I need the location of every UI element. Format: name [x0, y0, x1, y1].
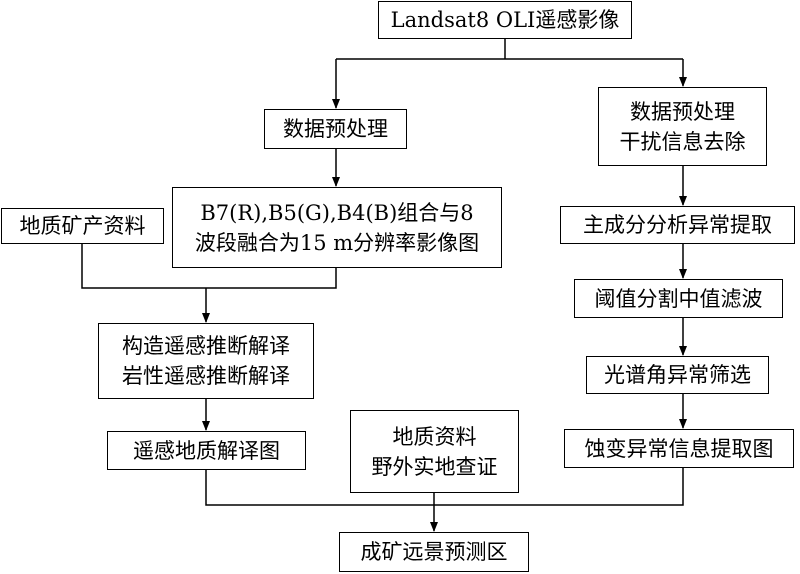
- node-right-preprocess: 数据预处理 干扰信息去除: [598, 87, 767, 166]
- node-pca-anomaly: 主成分分析异常提取: [560, 206, 795, 244]
- node-landsat-source: Landsat8 OLI遥感影像: [378, 1, 632, 39]
- node-geo-mineral-data: 地质矿产资料: [1, 208, 164, 244]
- node-prediction-area: 成矿远景预测区: [339, 532, 529, 572]
- connector-final-merge: [205, 468, 684, 506]
- node-spectral-angle: 光谱角异常筛选: [586, 356, 769, 394]
- node-alteration-map: 蚀变异常信息提取图: [564, 429, 794, 468]
- node-interpretation-map: 遥感地质解译图: [107, 431, 306, 470]
- node-threshold-filter: 阈值分割中值滤波: [574, 279, 783, 318]
- node-band-composite: B7(R),B5(G),B4(B)组合与8 波段融合为15 m分辨率影像图: [172, 187, 502, 268]
- node-field-verification: 地质资料 野外实地查证: [350, 410, 519, 493]
- node-remote-interpretation: 构造遥感推断解译 岩性遥感推断解译: [98, 323, 314, 399]
- node-left-preprocess: 数据预处理: [264, 109, 407, 149]
- connector-composite-merge: [81, 244, 337, 289]
- connector-source-split: [336, 39, 683, 60]
